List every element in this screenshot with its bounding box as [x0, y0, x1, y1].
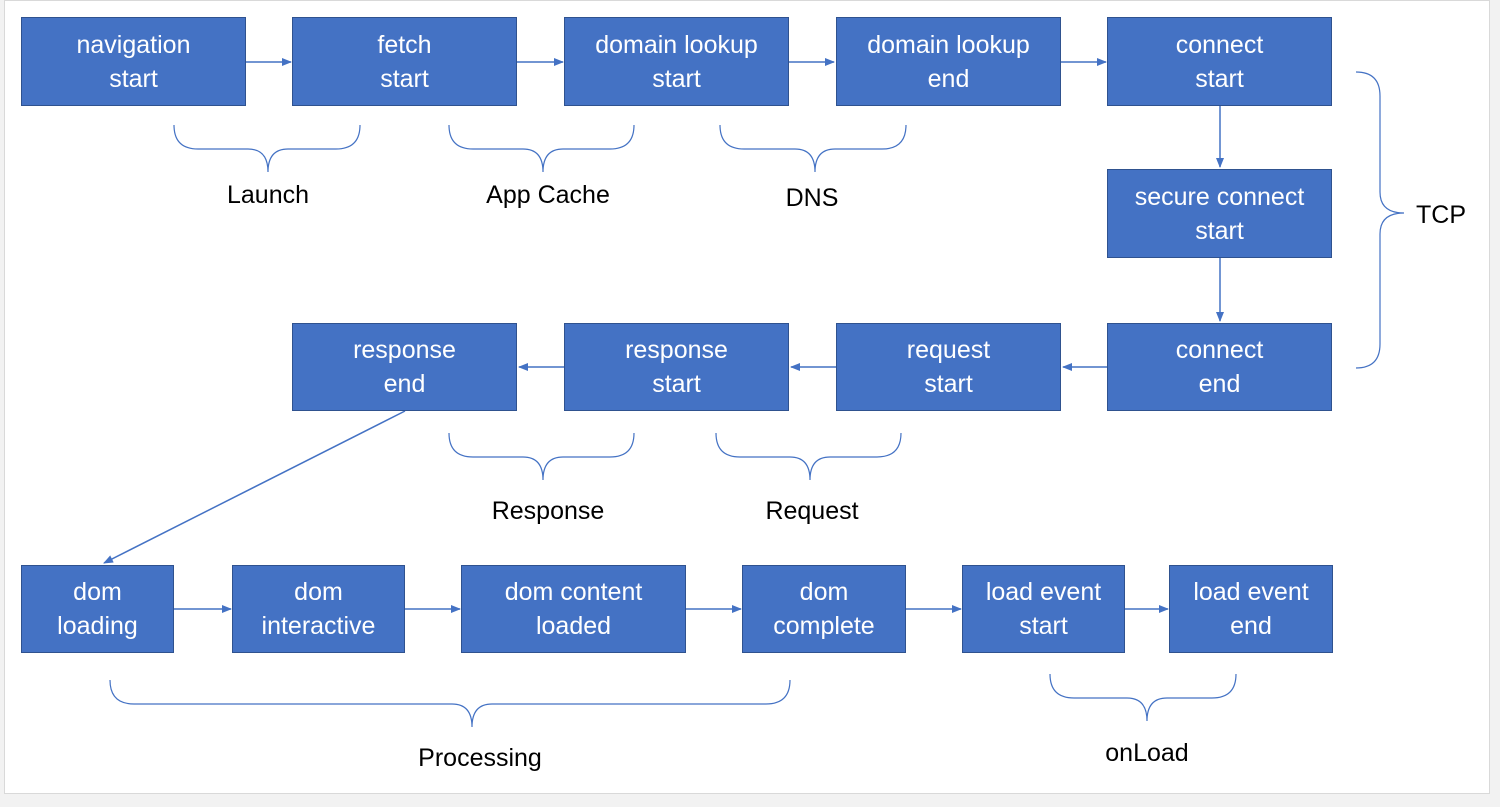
node-line: interactive — [261, 612, 376, 640]
node-fetch-start: fetch start — [292, 17, 517, 106]
phase-label-dns: DNS — [785, 184, 839, 212]
node-line: complete — [773, 612, 875, 640]
node-line: dom — [294, 578, 343, 606]
node-line: domain lookup — [867, 30, 1030, 59]
node-line: end — [1198, 370, 1241, 398]
node-dom-complete: dom complete — [742, 565, 906, 653]
phase-label-processing: Processing — [418, 744, 542, 772]
brace-request — [715, 432, 902, 481]
brace-response — [448, 432, 635, 481]
node-line: start — [1195, 216, 1244, 245]
node-line: load event — [985, 578, 1102, 606]
phase-label-request: Request — [765, 497, 859, 525]
node-line: start — [652, 64, 701, 93]
node-domain-lookup-start: domain lookup start — [564, 17, 789, 106]
node-navigation-start: navigation start — [21, 17, 246, 106]
node-line: request — [906, 336, 991, 364]
node-secure-connect-start: secure connect start — [1107, 169, 1332, 258]
node-line: connect — [1175, 30, 1264, 59]
arrow-response-end-to-dom-loading — [103, 410, 406, 564]
phase-label-response: Response — [491, 497, 605, 525]
node-dom-loading: dom loading — [21, 565, 174, 653]
node-request-start: request start — [836, 323, 1061, 411]
node-line: start — [1195, 64, 1244, 93]
node-line: response — [625, 336, 728, 364]
node-line: start — [924, 370, 973, 398]
node-line: start — [1019, 612, 1068, 640]
node-connect-end: connect end — [1107, 323, 1332, 411]
phase-label-onload: onLoad — [1105, 739, 1189, 767]
phase-label-tcp: TCP — [1416, 201, 1466, 229]
node-line: dom — [799, 578, 849, 606]
brace-dns — [719, 124, 907, 173]
node-response-end: response end — [292, 323, 517, 411]
node-line: end — [1230, 612, 1272, 640]
node-line: connect — [1175, 336, 1264, 364]
node-line: loading — [57, 612, 138, 640]
node-line: end — [927, 64, 970, 93]
phase-label-app-cache: App Cache — [486, 181, 610, 209]
node-line: start — [380, 64, 429, 93]
node-line: start — [652, 370, 701, 398]
node-line: dom — [73, 578, 122, 606]
node-line: response — [353, 336, 456, 364]
brace-onload — [1049, 673, 1237, 722]
node-domain-lookup-end: domain lookup end — [836, 17, 1061, 106]
node-line: end — [383, 370, 426, 398]
brace-app-cache — [448, 124, 635, 173]
node-load-event-end: load event end — [1169, 565, 1333, 653]
brace-tcp — [1355, 71, 1405, 369]
node-load-event-start: load event start — [962, 565, 1125, 653]
node-line: navigation — [76, 30, 191, 59]
node-line: domain lookup — [595, 30, 758, 59]
node-response-start: response start — [564, 323, 789, 411]
phase-label-launch: Launch — [226, 181, 310, 209]
node-line: fetch — [377, 30, 432, 59]
node-line: secure connect — [1134, 182, 1305, 211]
node-dom-interactive: dom interactive — [232, 565, 405, 653]
brace-processing — [109, 679, 791, 728]
node-dom-content-loaded: dom content loaded — [461, 565, 686, 653]
node-line: dom content — [504, 578, 643, 606]
node-line: load event — [1193, 578, 1309, 606]
node-line: loaded — [535, 612, 612, 640]
node-line: start — [109, 64, 158, 93]
node-connect-start: connect start — [1107, 17, 1332, 106]
brace-launch — [173, 124, 361, 173]
